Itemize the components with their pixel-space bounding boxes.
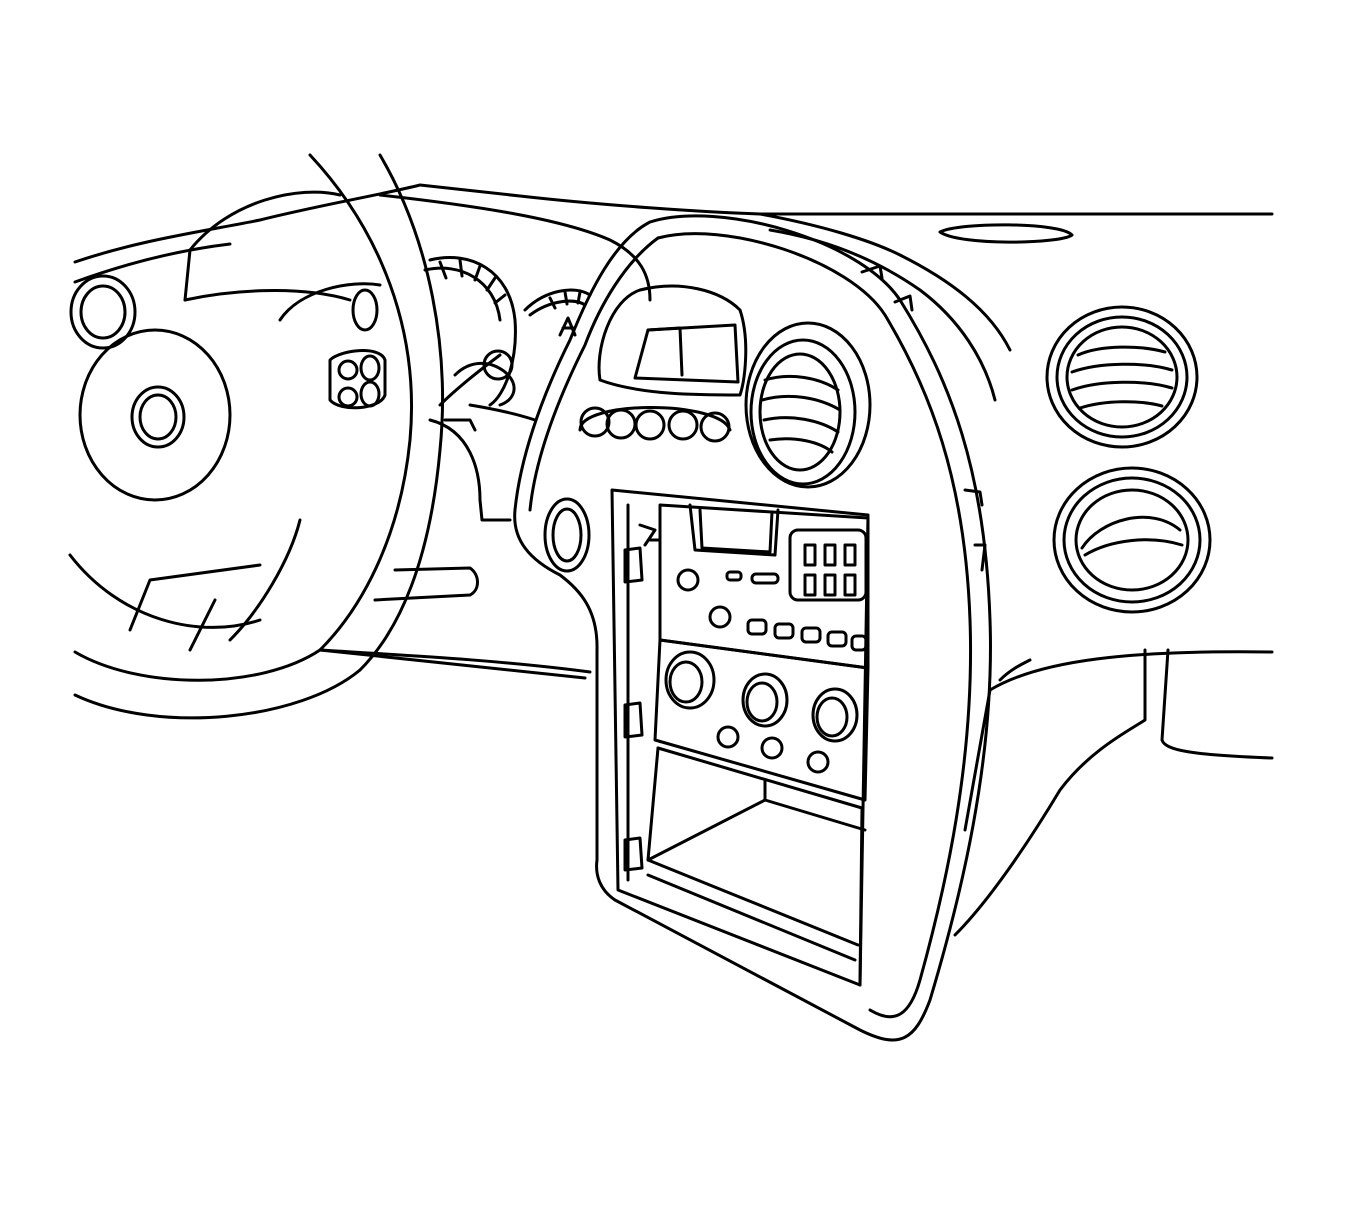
steering-hub: [68, 328, 302, 652]
steering-wheel-buttons: [328, 349, 387, 410]
info-display: [597, 284, 748, 397]
bezel-clips: [860, 264, 987, 572]
center-trim-bezel: [513, 214, 992, 1042]
lower-dash: [318, 418, 592, 680]
instrument-cluster: [278, 256, 592, 407]
storage-pocket: [623, 746, 867, 987]
right-dash-panel: [953, 648, 1274, 937]
steering-wheel: [73, 153, 444, 720]
hvac-control-panel: [623, 638, 870, 802]
center-air-vent: [744, 321, 872, 489]
left-gauge-bezels: [69, 274, 137, 350]
right-upper-vent: [1045, 305, 1199, 449]
bezel-round-switch: [543, 497, 591, 573]
right-lower-vent: [1052, 466, 1212, 614]
hazard-button-row: [578, 406, 732, 443]
radio-unit: [623, 503, 870, 670]
turn-signal-stalk: [438, 349, 537, 432]
